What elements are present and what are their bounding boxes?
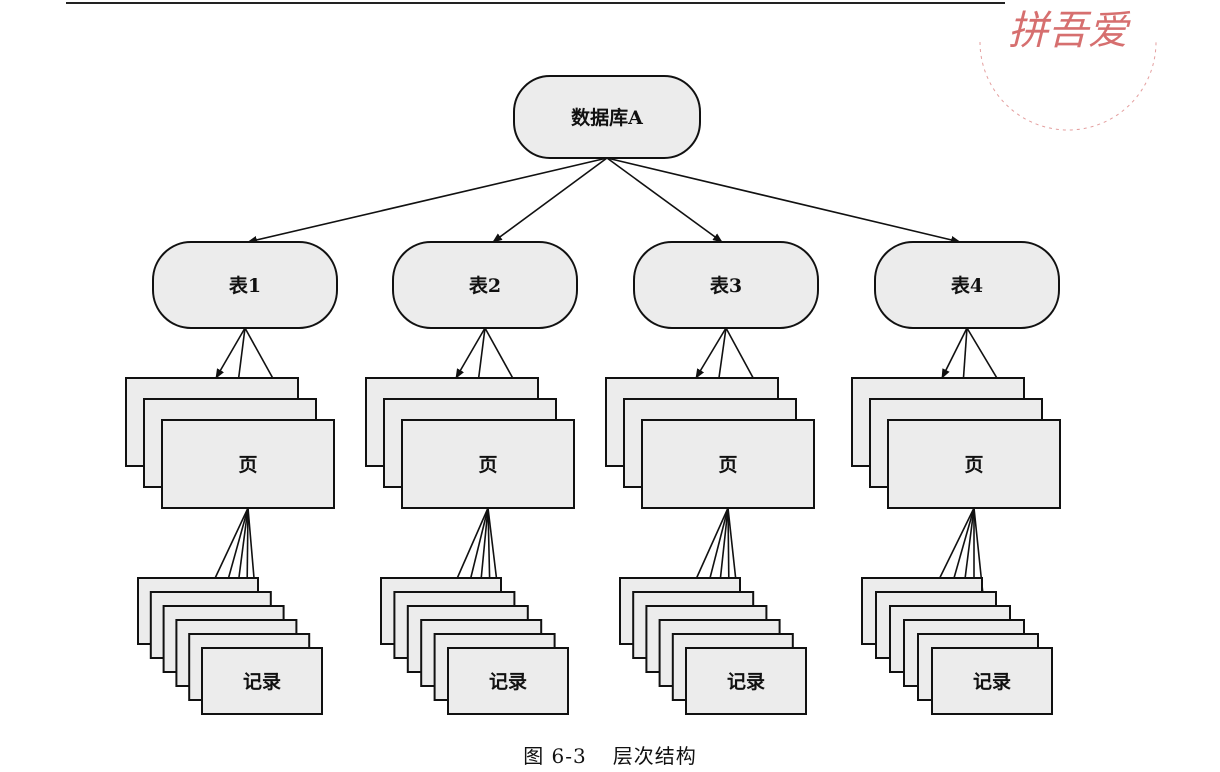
- record-stack-4-sheet: [931, 647, 1053, 715]
- svg-text:拼吾爱: 拼吾爱: [1008, 8, 1131, 54]
- page-stack-4: 页: [851, 377, 1061, 509]
- page-stack-2-label: 页: [478, 454, 497, 476]
- record-stack-2-label: 记录: [489, 671, 527, 693]
- record-stack-2: 记录: [380, 577, 569, 715]
- root-node: 数据库A: [513, 75, 701, 159]
- page-stack-2-sheet: [401, 419, 575, 509]
- edge-table-page-2-1: [455, 327, 486, 379]
- record-stack-4: 记录: [861, 577, 1053, 715]
- table-node-4: 表4: [874, 241, 1060, 329]
- edge-table-page-3-1: [695, 327, 727, 379]
- edge-root-table-4: [606, 157, 961, 244]
- table-node-1: 表1: [152, 241, 338, 329]
- table-node-3-shape: [633, 241, 819, 329]
- record-stack-1-label: 记录: [243, 671, 281, 693]
- edge-root-table-1: [247, 157, 608, 244]
- table-node-3: 表3: [633, 241, 819, 329]
- caption-number: 图 6-3: [523, 744, 587, 768]
- record-stack-3-sheet: [685, 647, 807, 715]
- table-node-3-label: 表3: [710, 274, 742, 297]
- table-node-2-label: 表2: [469, 274, 501, 297]
- page-stack-1: 页: [125, 377, 335, 509]
- edge-table-page-4-1: [941, 327, 968, 379]
- watermark-seal: 拼吾爱: [979, 8, 1157, 131]
- record-stack-1: 记录: [137, 577, 323, 715]
- table-node-1-label: 表1: [229, 274, 261, 297]
- edge-root-table-2: [492, 157, 608, 243]
- table-node-4-shape: [874, 241, 1060, 329]
- page-stack-1-sheet: [161, 419, 335, 509]
- edge-table-page-1-1: [215, 327, 246, 379]
- page-stack-2: 页: [365, 377, 575, 509]
- table-node-2-shape: [392, 241, 578, 329]
- page-stack-3-sheet: [641, 419, 815, 509]
- record-stack-3-label: 记录: [727, 671, 765, 693]
- nodes: 数据库A 表1 页记录 表2 页记录 表3 页记录 表4 页记录: [125, 75, 1061, 715]
- page-stack-3-label: 页: [718, 454, 737, 476]
- figure-caption: 图 6-3 层次结构: [0, 740, 1220, 769]
- record-stack-3: 记录: [619, 577, 807, 715]
- root-node-label: 数据库A: [571, 106, 643, 129]
- table-node-1-shape: [152, 241, 338, 329]
- table-node-4-label: 表4: [951, 274, 983, 297]
- page-stack-4-label: 页: [964, 454, 983, 476]
- caption-title: 层次结构: [612, 744, 697, 768]
- page-stack-3: 页: [605, 377, 815, 509]
- edge-root-table-3: [606, 157, 723, 243]
- record-stack-1-sheet: [201, 647, 323, 715]
- root-node-shape: [513, 75, 701, 159]
- record-stack-4-label: 记录: [973, 671, 1011, 693]
- table-node-2: 表2: [392, 241, 578, 329]
- record-stack-2-sheet: [447, 647, 569, 715]
- page-stack-4-sheet: [887, 419, 1061, 509]
- page-stack-1-label: 页: [238, 454, 257, 476]
